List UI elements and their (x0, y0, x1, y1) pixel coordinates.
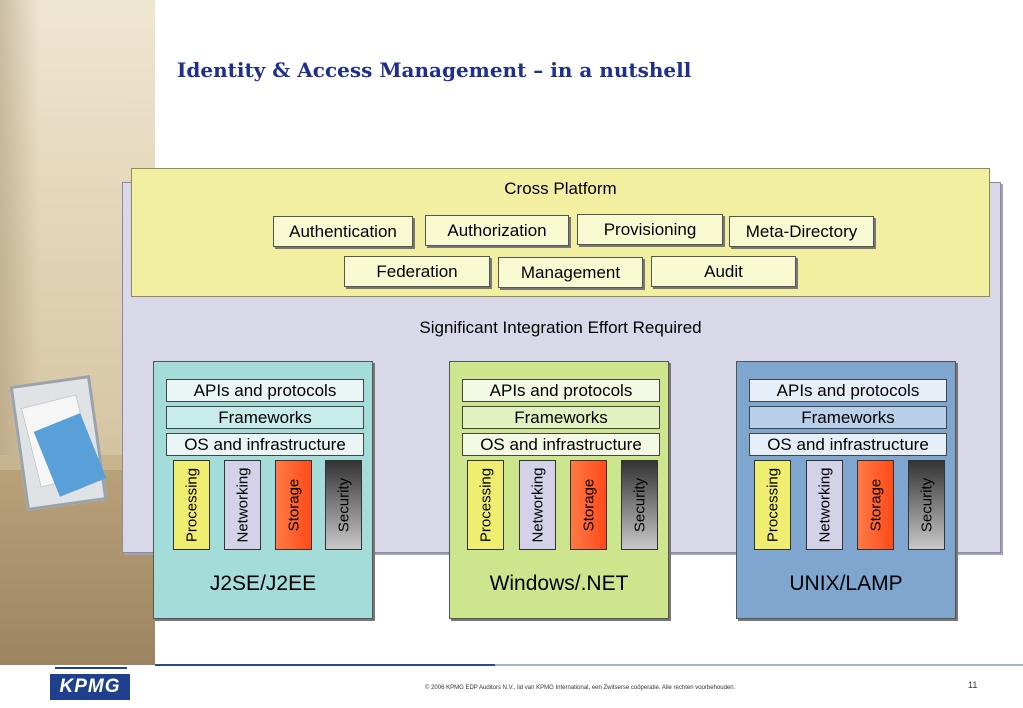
layer-frameworks: Frameworks (166, 406, 364, 429)
footer-divider-accent (155, 664, 495, 666)
component-label: Processing (764, 467, 781, 543)
component-label: Security (335, 477, 352, 533)
integration-note: Significant Integration Effort Required (419, 318, 702, 337)
provisioning-box: Provisioning (577, 214, 723, 245)
component-processing: Processing (467, 460, 504, 550)
footer-divider (155, 664, 1023, 666)
component-label: Networking (234, 467, 251, 543)
layer-frameworks: Frameworks (462, 406, 660, 429)
component-storage: Storage (857, 460, 894, 550)
platform-name: UNIX/LAMP (789, 572, 903, 595)
platform-dotnet: APIs and protocols Frameworks OS and inf… (449, 361, 669, 619)
component-label: Security (631, 477, 648, 533)
layer-apis: APIs and protocols (462, 379, 660, 402)
federation-box: Federation (344, 256, 490, 287)
component-label: Storage (867, 478, 884, 532)
platform-name: J2SE/J2EE (209, 572, 317, 595)
component-networking: Networking (806, 460, 843, 550)
page-number: 11 (968, 680, 978, 690)
component-processing: Processing (173, 460, 210, 550)
cross-platform-title: Cross Platform (504, 179, 617, 198)
component-label: Storage (580, 478, 597, 532)
meta-directory-box: Meta-Directory (729, 216, 874, 247)
layer-apis: APIs and protocols (166, 379, 364, 402)
component-storage: Storage (570, 460, 607, 550)
component-security: Security (621, 460, 658, 550)
layer-os: OS and infrastructure (462, 433, 660, 456)
authorization-box: Authorization (425, 215, 569, 246)
component-label: Networking (816, 467, 833, 543)
layer-os: OS and infrastructure (166, 433, 364, 456)
component-label: Processing (183, 467, 200, 543)
platform-name: Windows/.NET (489, 572, 629, 595)
component-security: Security (908, 460, 945, 550)
component-processing: Processing (754, 460, 791, 550)
slide-title: Identity & Access Management – in a nuts… (177, 58, 692, 82)
layer-os: OS and infrastructure (749, 433, 947, 456)
authentication-box: Authentication (273, 216, 413, 247)
component-label: Security (918, 477, 935, 533)
platform-unix: APIs and protocols Frameworks OS and inf… (736, 361, 956, 619)
component-security: Security (325, 460, 362, 550)
management-box: Management (498, 257, 643, 288)
audit-box: Audit (651, 256, 796, 287)
layer-apis: APIs and protocols (749, 379, 947, 402)
component-label: Networking (529, 467, 546, 543)
layer-frameworks: Frameworks (749, 406, 947, 429)
component-storage: Storage (275, 460, 312, 550)
kpmg-logo: KPMG (50, 674, 130, 700)
component-networking: Networking (224, 460, 261, 550)
copyright-text: © 2006 KPMG EDP Auditors N.V., lid van K… (425, 685, 736, 691)
component-networking: Networking (519, 460, 556, 550)
platform-j2ee: APIs and protocols Frameworks OS and inf… (153, 361, 373, 619)
component-label: Storage (285, 478, 302, 532)
component-label: Processing (477, 467, 494, 543)
